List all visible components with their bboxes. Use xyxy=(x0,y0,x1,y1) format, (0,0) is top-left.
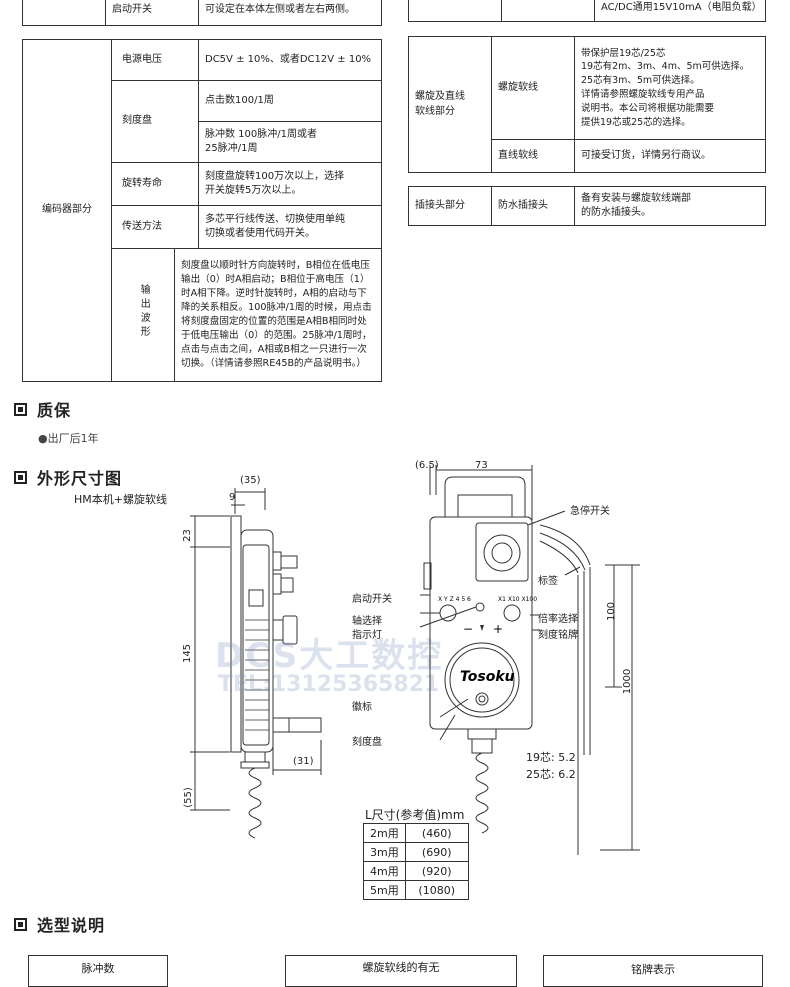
cable-25-core: 25芯: 6.2 xyxy=(526,768,576,781)
l-table-row: 3m用 (690) xyxy=(363,842,469,862)
transmission-value: 多芯平行线传送、切换使用单纯 切换或者使用代码开关。 xyxy=(198,205,382,249)
dim-23: 23 xyxy=(181,529,193,542)
waveform-label: 输出波形 xyxy=(111,248,175,382)
callout-lamp: 指示灯 xyxy=(352,630,382,641)
encoder-table: 编码器部分 电源电压 DC5V ± 10%、或者DC12V ± 10% 刻度盘 … xyxy=(22,39,382,382)
l-table-cell: 3m用 xyxy=(363,842,406,862)
plug-group-label: 插接头部分 xyxy=(408,186,492,226)
l-table-cell: (1080) xyxy=(404,880,469,900)
selection-title: 选型说明 xyxy=(14,912,105,936)
selection-col-nameplate-text: 铭牌表示 xyxy=(631,963,675,976)
l-table-title: L尺寸(参考值)mm xyxy=(365,808,465,822)
top-left-row-value: 可设定在本体左侧或者左右两侧。 xyxy=(198,0,382,26)
dim-73: 73 xyxy=(475,460,488,471)
callout-estop: 急停开关 xyxy=(570,506,610,517)
dial-value-pulses: 脉冲数 100脉冲/1周或者 25脉冲/1周 xyxy=(198,121,382,163)
callout-rate: 倍率选择 xyxy=(538,614,578,625)
warranty-title-text: 质保 xyxy=(37,401,72,420)
l-table-cell: (690) xyxy=(404,842,469,862)
watermark-phone: TEL:13125365821 xyxy=(218,672,440,697)
dial-value-clicks: 点击数100/1周 xyxy=(198,80,382,122)
square-bullet-icon xyxy=(14,471,27,484)
straight-cable-value: 可接受订货，详情另行商议。 xyxy=(574,139,766,173)
top-right-row-value: AC/DC通用15V10mA（电阻负载） xyxy=(594,0,766,22)
top-left-empty xyxy=(22,0,106,26)
encoder-group-label: 编码器部分 xyxy=(22,39,112,382)
top-left-table: 启动开关 可设定在本体左侧或者左右两侧。 xyxy=(22,0,382,26)
selection-col-cable: 螺旋软线的有无 xyxy=(285,955,517,987)
callout-dial: 刻度盘 xyxy=(352,737,382,748)
axis-marks: X Y Z 4 5 6 xyxy=(438,596,471,603)
top-right-empty1 xyxy=(408,0,502,22)
plug-value: 备有安装与螺旋软线端部 的防水插接头。 xyxy=(574,186,766,226)
dim-35: (35) xyxy=(240,475,261,486)
life-label: 旋转寿命 xyxy=(111,162,199,206)
life-value: 刻度盘旋转100万次以上，选择 开关旋转5万次以上。 xyxy=(198,162,382,206)
plug-table: 插接头部分 防水插接头 备有安装与螺旋软线端部 的防水插接头。 xyxy=(408,186,766,226)
dim-9: 9 xyxy=(229,492,236,503)
l-table-cell: 2m用 xyxy=(363,823,406,843)
warranty-title: 质保 xyxy=(14,397,71,421)
dial-pointer-icon xyxy=(480,625,484,631)
minus-mark: − xyxy=(463,622,473,636)
dim-145: 145 xyxy=(182,643,194,664)
dim-31: (31) xyxy=(293,756,314,767)
dim-6-5: (6.5) xyxy=(415,460,439,471)
plug-label: 防水插接头 xyxy=(491,186,575,226)
dial-label: 刻度盘 xyxy=(111,80,199,163)
straight-cable-label: 直线软线 xyxy=(491,139,575,173)
dimensions-title-text: 外形尺寸图 xyxy=(37,469,123,488)
front-view-drawing: − + Tosoku X Y Z 4 5 6 X1 X10 X100 xyxy=(419,465,640,855)
callout-axis: 轴选择 xyxy=(352,616,382,627)
l-table-cell: 5m用 xyxy=(363,880,406,900)
dim-1000: 1000 xyxy=(622,668,634,695)
dim-100: 100 xyxy=(606,601,618,622)
callout-nameplate: 刻度铭牌 xyxy=(538,630,578,641)
brand-logo: Tosoku xyxy=(460,669,515,685)
spiral-cable-value: 带保护层19芯/25芯 19芯有2m、3m、4m、5m可供选择。 25芯有3m、… xyxy=(574,36,766,140)
l-table-cell: (920) xyxy=(404,861,469,881)
selection-col-nameplate: 铭牌表示 xyxy=(543,955,763,987)
side-view-drawing xyxy=(190,488,322,839)
square-bullet-icon xyxy=(14,403,27,416)
l-table-row: 4m用 (920) xyxy=(363,861,469,881)
selection-title-text: 选型说明 xyxy=(37,916,106,935)
square-bullet-icon xyxy=(14,918,27,931)
spiral-group-label: 螺旋及直线 软线部分 xyxy=(408,36,492,173)
dim-55: (55) xyxy=(182,787,194,808)
warranty-item: ●出厂后1年 xyxy=(38,430,99,446)
l-table-row: 2m用 (460) xyxy=(363,823,469,843)
callout-logo: 徽标 xyxy=(352,702,372,713)
callout-label: 标签 xyxy=(538,576,558,587)
warranty-item-text: 出厂后1年 xyxy=(47,432,99,445)
l-table-cell: 4m用 xyxy=(363,861,406,881)
dimensions-title: 外形尺寸图 xyxy=(14,465,122,489)
rate-marks: X1 X10 X100 xyxy=(498,596,537,603)
selection-col-pulse-text: 脉冲数 xyxy=(81,962,115,975)
spiral-table: 螺旋及直线 软线部分 螺旋软线 带保护层19芯/25芯 19芯有2m、3m、4m… xyxy=(408,36,766,173)
selection-col-cable-text: 螺旋软线的有无 xyxy=(362,961,440,974)
waveform-label-text: 输出波形 xyxy=(138,284,150,341)
transmission-label: 传送方法 xyxy=(111,205,199,249)
cable-19-core: 19芯: 5.2 xyxy=(526,751,576,764)
bullet-dot-icon: ● xyxy=(38,432,48,445)
spiral-cable-label: 螺旋软线 xyxy=(491,36,575,140)
l-table-cell: (460) xyxy=(404,823,469,843)
callout-start: 启动开关 xyxy=(352,594,392,605)
top-right-empty2 xyxy=(501,0,595,22)
top-left-row-label: 启动开关 xyxy=(105,0,199,26)
watermark: DCS大工数控 xyxy=(215,636,444,676)
dimensions-subtitle: HM本机+螺旋软线 xyxy=(74,493,167,506)
selection-col-pulse: 脉冲数 xyxy=(28,955,168,987)
l-table-row: 5m用 (1080) xyxy=(363,880,469,900)
waveform-value: 刻度盘以顺时针方向旋转时，B相位在低电压 输出（0）时A相启动；B相位于高电压（… xyxy=(174,248,382,382)
power-label: 电源电压 xyxy=(111,39,199,81)
plus-mark: + xyxy=(493,622,503,636)
power-value: DC5V ± 10%、或者DC12V ± 10% xyxy=(198,39,382,81)
top-right-table: AC/DC通用15V10mA（电阻负载） xyxy=(408,0,766,22)
l-table: 2m用 (460) 3m用 (690) 4m用 (920) 5m用 (1080) xyxy=(363,823,469,900)
